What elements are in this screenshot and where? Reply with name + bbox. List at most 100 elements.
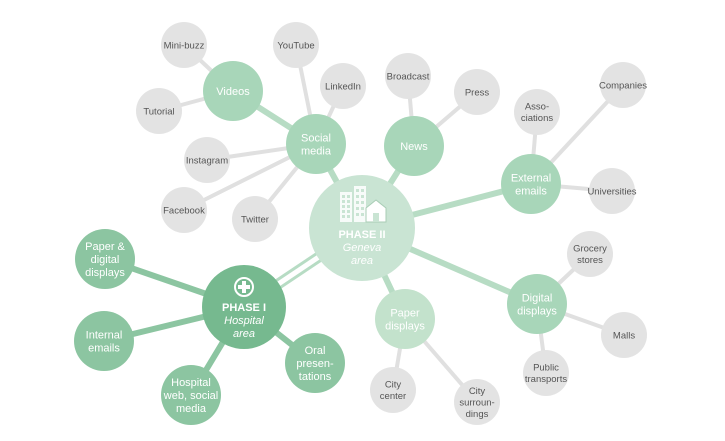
node-circle <box>514 89 560 135</box>
node-circle <box>161 22 207 68</box>
node-label-line: Internal <box>86 329 123 341</box>
node-label-line: Paper <box>390 307 420 319</box>
node-youtube: YouTube <box>273 22 319 68</box>
phase2-subtitle-line1: Geneva <box>343 242 382 254</box>
node-label-line: center <box>380 391 406 402</box>
node-label-line: displays <box>517 305 557 317</box>
node-label-line: media <box>176 403 207 415</box>
node-circle <box>273 22 319 68</box>
node-circle <box>285 333 345 393</box>
node-minibuzz: Mini-buzz <box>161 22 207 68</box>
node-circle <box>385 53 431 99</box>
node-label-line: ciations <box>521 113 553 124</box>
node-circle <box>600 62 646 108</box>
node-label-line: emails <box>88 342 120 354</box>
medical-cross-icon <box>234 277 254 297</box>
node-label-line: media <box>301 145 332 157</box>
node-circle <box>589 168 635 214</box>
node-circle <box>309 175 415 281</box>
node-broadcast: Broadcast <box>385 53 431 99</box>
node-label-line: presen- <box>296 358 334 370</box>
node-label-line: Asso- <box>525 102 549 113</box>
node-label-line: Tutorial <box>143 106 174 117</box>
node-circle <box>507 274 567 334</box>
node-label-line: Malls <box>613 330 635 341</box>
node-label-line: surroun- <box>459 397 494 408</box>
node-circle <box>567 231 613 277</box>
node-label-line: City <box>385 380 402 391</box>
node-label-line: Oral <box>305 345 326 357</box>
node-circle <box>384 116 444 176</box>
node-circle <box>161 365 221 425</box>
node-label-line: LinkedIn <box>325 81 361 92</box>
node-circle <box>501 154 561 214</box>
node-label-line: emails <box>515 185 547 197</box>
node-circle <box>601 312 647 358</box>
node-circle <box>203 61 263 121</box>
phase2-title: PHASE II <box>338 229 385 241</box>
node-circle <box>74 311 134 371</box>
node-circle <box>286 114 346 174</box>
node-facebook: Facebook <box>161 187 207 233</box>
node-label-line: Instagram <box>186 155 228 166</box>
node-linkedin: LinkedIn <box>320 63 366 109</box>
node-label-line: displays <box>85 267 125 279</box>
node-label-line: Public <box>533 363 559 374</box>
node-instagram: Instagram <box>184 137 230 183</box>
phase1-subtitle-line2: area <box>233 328 255 340</box>
node-label-line: stores <box>577 255 603 266</box>
node-label-line: tations <box>299 371 332 383</box>
node-twitter: Twitter <box>232 196 278 242</box>
node-companies: Companies <box>599 62 647 108</box>
node-label-line: transports <box>525 374 567 385</box>
node-label-line: External <box>511 172 551 184</box>
node-circle <box>375 289 435 349</box>
node-label-line: Paper & <box>85 241 125 253</box>
node-label-line: Broadcast <box>387 71 430 82</box>
phase1-subtitle-line1: Hospital <box>224 315 264 327</box>
node-circle <box>161 187 207 233</box>
node-label-line: YouTube <box>277 40 314 51</box>
node-label-line: web, social <box>163 390 218 402</box>
node-label-line: Twitter <box>241 214 269 225</box>
node-circle <box>232 196 278 242</box>
node-label-line: digital <box>91 254 120 266</box>
node-circle <box>202 265 286 349</box>
phase2-subtitle-line2: area <box>351 255 373 267</box>
node-circle <box>523 350 569 396</box>
node-label-line: Digital <box>522 292 553 304</box>
node-label-line: dings <box>466 409 489 420</box>
node-videos: Videos <box>203 61 263 121</box>
node-circle <box>136 88 182 134</box>
node-label-line: Facebook <box>163 205 205 216</box>
node-circle <box>370 367 416 413</box>
node-circle <box>75 229 135 289</box>
node-tutorial: Tutorial <box>136 88 182 134</box>
node-label-line: City <box>469 386 486 397</box>
node-label-line: Social <box>301 132 331 144</box>
node-label-line: Press <box>465 87 490 98</box>
node-news: News <box>384 116 444 176</box>
phase1-title: PHASE I <box>222 302 266 314</box>
node-circle <box>454 69 500 115</box>
node-label-line: Videos <box>216 86 250 98</box>
node-circle <box>320 63 366 109</box>
node-circle <box>184 137 230 183</box>
node-malls: Malls <box>601 312 647 358</box>
